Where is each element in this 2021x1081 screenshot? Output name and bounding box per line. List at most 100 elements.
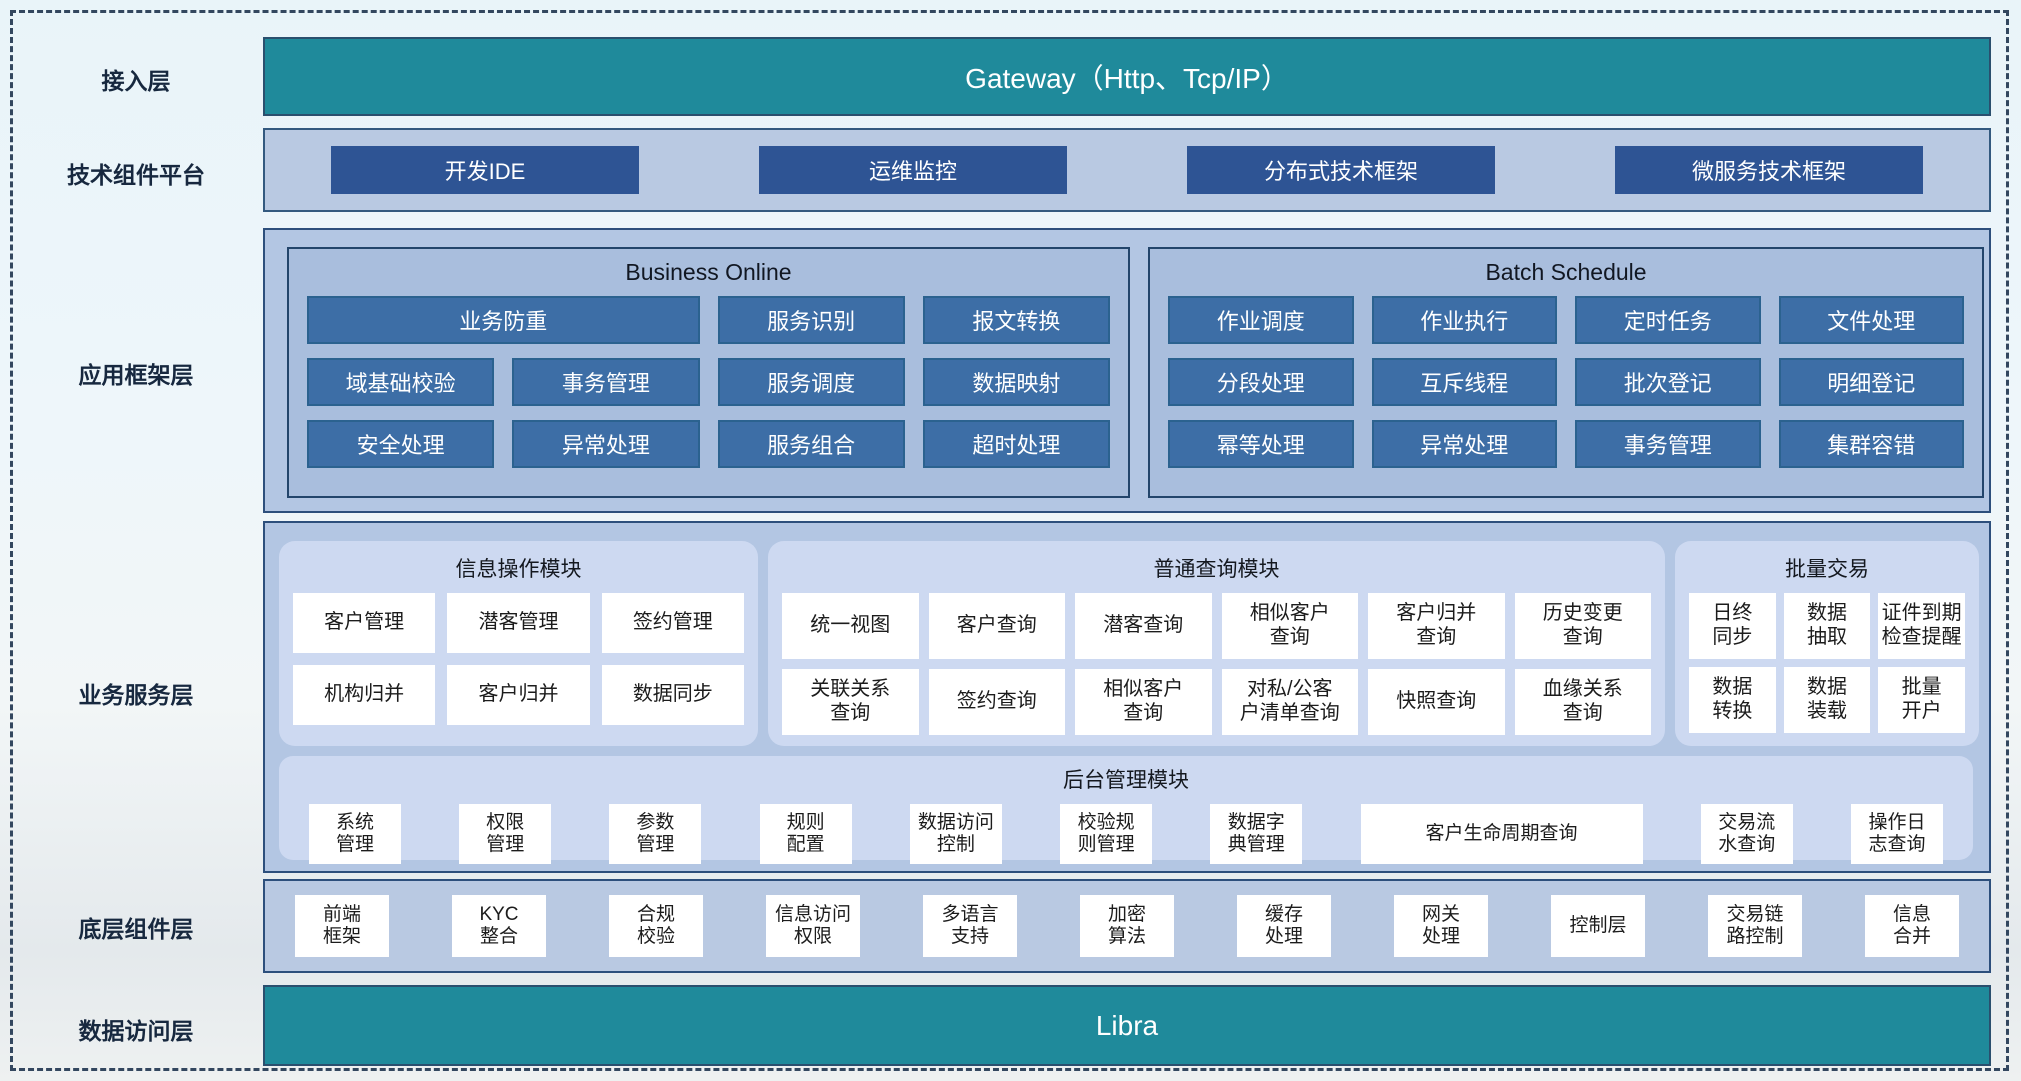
service-item: 历史变更 查询: [1514, 593, 1651, 659]
service-item: 潜客管理: [447, 593, 590, 653]
bs-item: 批次登记: [1575, 358, 1761, 406]
app-framework-container: Business Online 业务防重 服务识别 报文转换 域基础校验 事务管…: [263, 228, 1991, 513]
batch-schedule-title: Batch Schedule: [1485, 259, 1647, 285]
admin-item: 规则 配置: [759, 804, 852, 864]
base-item: KYC 整合: [452, 895, 546, 957]
admin-item: 系统 管理: [309, 804, 401, 864]
service-item: 客户查询: [928, 593, 1065, 659]
bo-item: 域基础校验: [307, 358, 495, 406]
info-operation-title: 信息操作模块: [455, 558, 582, 581]
bs-item: 定时任务: [1575, 296, 1761, 344]
layer-label-app-framework: 应用框架层: [78, 362, 194, 388]
tech-item-dev-ide: 开发IDE: [331, 146, 639, 194]
batch-transaction-grid: 日终 同步 数据 抽取 证件到期 检查提醒 数据 转换 数据 装载 批量 开户: [1689, 593, 1965, 733]
info-operation-module: 信息操作模块 客户管理 潜客管理 签约管理 机构归并 客户归并 数据同步: [279, 541, 758, 746]
service-item: 统一视图: [782, 593, 919, 659]
base-item: 信息 合并: [1865, 895, 1959, 957]
service-item: 批量 开户: [1878, 667, 1965, 733]
service-item: 对私/公客 户清单查询: [1221, 669, 1358, 735]
base-components-container: 前端 框架 KYC 整合 合规 校验 信息访问 权限 多语言 支持 加密 算法 …: [263, 879, 1991, 973]
bs-item: 作业调度: [1168, 296, 1354, 344]
base-item: 缓存 处理: [1237, 895, 1331, 957]
layer-label-data-access: 数据访问层: [78, 1018, 194, 1044]
bs-item: 作业执行: [1371, 296, 1557, 344]
base-item: 控制层: [1551, 895, 1645, 957]
bo-item: 超时处理: [922, 420, 1110, 468]
general-query-module: 普通查询模块 统一视图 客户查询 潜客查询 相似客户 查询 客户归并 查询 历史…: [768, 541, 1665, 746]
bs-item: 互斥线程: [1371, 358, 1557, 406]
bo-item: 业务防重: [307, 296, 700, 344]
service-item: 机构归并: [293, 665, 436, 725]
service-item: 客户归并 查询: [1368, 593, 1505, 659]
batch-transaction-title: 批量交易: [1785, 558, 1869, 581]
admin-item: 校验规 则管理: [1060, 804, 1153, 864]
service-item: 客户归并: [447, 665, 590, 725]
backend-admin-row: 系统 管理 权限 管理 参数 管理 规则 配置 数据访问 控制 校验规 则管理 …: [309, 804, 1943, 864]
batch-schedule-grid: 作业调度 作业执行 定时任务 文件处理 分段处理 互斥线程 批次登记 明细登记 …: [1168, 296, 1964, 468]
service-item: 数据 抽取: [1783, 593, 1871, 659]
general-query-grid: 统一视图 客户查询 潜客查询 相似客户 查询 客户归并 查询 历史变更 查询 关…: [782, 593, 1651, 735]
bo-item: 报文转换: [922, 296, 1110, 344]
bo-item: 服务识别: [717, 296, 905, 344]
admin-item: 操作日 志查询: [1850, 804, 1943, 864]
base-item: 多语言 支持: [923, 895, 1017, 957]
layer-label-tech-platform: 技术组件平台: [67, 162, 205, 188]
bo-item: 服务调度: [717, 358, 905, 406]
batch-transaction-module: 批量交易 日终 同步 数据 抽取 证件到期 检查提醒 数据 转换 数据 装载 批…: [1675, 541, 1979, 746]
admin-item: 权限 管理: [459, 804, 552, 864]
service-item: 潜客查询: [1075, 593, 1212, 659]
tech-platform-container: 开发IDE 运维监控 分布式技术框架 微服务技术框架: [263, 128, 1991, 212]
business-online-title: Business Online: [625, 259, 792, 285]
service-item: 客户管理: [293, 593, 436, 653]
service-item: 相似客户 查询: [1075, 669, 1212, 735]
bo-item: 安全处理: [307, 420, 495, 468]
tech-item-distributed-fw: 分布式技术框架: [1187, 146, 1495, 194]
service-item: 数据同步: [601, 665, 744, 725]
base-item: 交易链 路控制: [1708, 895, 1802, 957]
bs-item: 集群容错: [1778, 420, 1964, 468]
backend-admin-module: 后台管理模块 系统 管理 权限 管理 参数 管理 规则 配置 数据访问 控制 校…: [279, 756, 1973, 864]
bo-item: 异常处理: [512, 420, 700, 468]
batch-schedule-box: Batch Schedule 作业调度 作业执行 定时任务 文件处理 分段处理 …: [1148, 247, 1984, 498]
gateway-title: Gateway（Http、Tcp/IP）: [965, 62, 1289, 94]
business-online-box: Business Online 业务防重 服务识别 报文转换 域基础校验 事务管…: [287, 247, 1130, 498]
bs-item: 文件处理: [1778, 296, 1964, 344]
tech-item-ops-monitor: 运维监控: [759, 146, 1067, 194]
layer-label-base-components: 底层组件层: [78, 916, 194, 942]
base-item: 加密 算法: [1080, 895, 1174, 957]
libra-title: Libra: [1095, 1009, 1159, 1041]
service-item: 相似客户 查询: [1221, 593, 1358, 659]
gateway-bar: Gateway（Http、Tcp/IP）: [263, 37, 1991, 116]
tech-item-microservice-fw: 微服务技术框架: [1615, 146, 1923, 194]
service-item: 数据 转换: [1689, 667, 1776, 733]
admin-item: 参数 管理: [609, 804, 702, 864]
bs-item: 幂等处理: [1168, 420, 1354, 468]
bs-item: 异常处理: [1371, 420, 1557, 468]
info-operation-grid: 客户管理 潜客管理 签约管理 机构归并 客户归并 数据同步: [293, 593, 744, 725]
libra-bar: Libra: [263, 985, 1991, 1066]
admin-item: 客户生命周期查询: [1360, 804, 1643, 864]
base-item: 网关 处理: [1394, 895, 1488, 957]
service-item: 关联关系 查询: [782, 669, 919, 735]
bs-item: 明细登记: [1778, 358, 1964, 406]
business-service-container: 信息操作模块 客户管理 潜客管理 签约管理 机构归并 客户归并 数据同步 普通查…: [263, 521, 1991, 873]
service-item: 数据 装载: [1783, 667, 1871, 733]
bo-item: 数据映射: [922, 358, 1110, 406]
bs-item: 分段处理: [1168, 358, 1354, 406]
service-item: 快照查询: [1368, 669, 1505, 735]
base-item: 前端 框架: [295, 895, 389, 957]
admin-item: 数据访问 控制: [909, 804, 1002, 864]
service-item: 签约查询: [928, 669, 1065, 735]
service-item: 证件到期 检查提醒: [1878, 593, 1965, 659]
layer-label-access: 接入层: [101, 68, 171, 94]
service-item: 日终 同步: [1689, 593, 1776, 659]
service-item: 签约管理: [601, 593, 744, 653]
bs-item: 事务管理: [1575, 420, 1761, 468]
bo-item: 事务管理: [512, 358, 700, 406]
bo-item: 服务组合: [717, 420, 905, 468]
base-item: 合规 校验: [609, 895, 703, 957]
base-item: 信息访问 权限: [766, 895, 860, 957]
admin-item: 交易流 水查询: [1700, 804, 1793, 864]
general-query-title: 普通查询模块: [1153, 558, 1280, 581]
